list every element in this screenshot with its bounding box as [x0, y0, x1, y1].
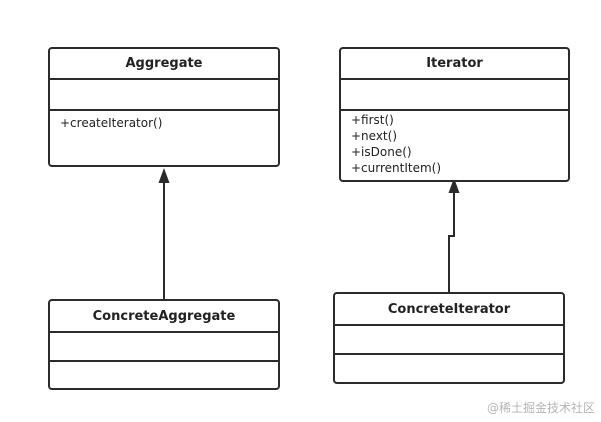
watermark: @稀土掘金技术社区: [486, 401, 595, 415]
operation: +isDone(): [351, 145, 412, 159]
class-operations: [335, 355, 563, 359]
class-operations: +createIterator(): [50, 111, 278, 131]
class-attributes: [335, 326, 563, 355]
class-aggregate[interactable]: Aggregate +createIterator(): [48, 47, 280, 167]
operation: +first(): [351, 113, 394, 127]
operation: +next(): [351, 129, 398, 143]
class-attributes: [50, 80, 278, 111]
class-attributes: [341, 80, 568, 111]
inheritance-arrowhead-iterator: [448, 178, 460, 193]
class-name: ConcreteAggregate: [50, 301, 278, 333]
class-concrete-aggregate[interactable]: ConcreteAggregate: [48, 299, 280, 390]
inheritance-line-iterator: [448, 193, 455, 293]
class-name: Iterator: [341, 49, 568, 80]
class-iterator[interactable]: Iterator +first() +next() +isDone() +cur…: [339, 47, 570, 182]
class-name: ConcreteIterator: [335, 294, 563, 326]
inheritance-arrowhead-aggregate: [158, 168, 170, 183]
class-operations: +first() +next() +isDone() +currentItem(…: [341, 111, 568, 176]
operation: +createIterator(): [60, 116, 163, 130]
class-concrete-iterator[interactable]: ConcreteIterator: [333, 292, 565, 384]
operation: +currentItem(): [351, 161, 442, 175]
class-operations: [50, 362, 278, 366]
class-attributes: [50, 333, 278, 362]
inheritance-iterator: [448, 178, 460, 293]
class-name: Aggregate: [50, 49, 278, 80]
inheritance-aggregate: [158, 168, 170, 300]
